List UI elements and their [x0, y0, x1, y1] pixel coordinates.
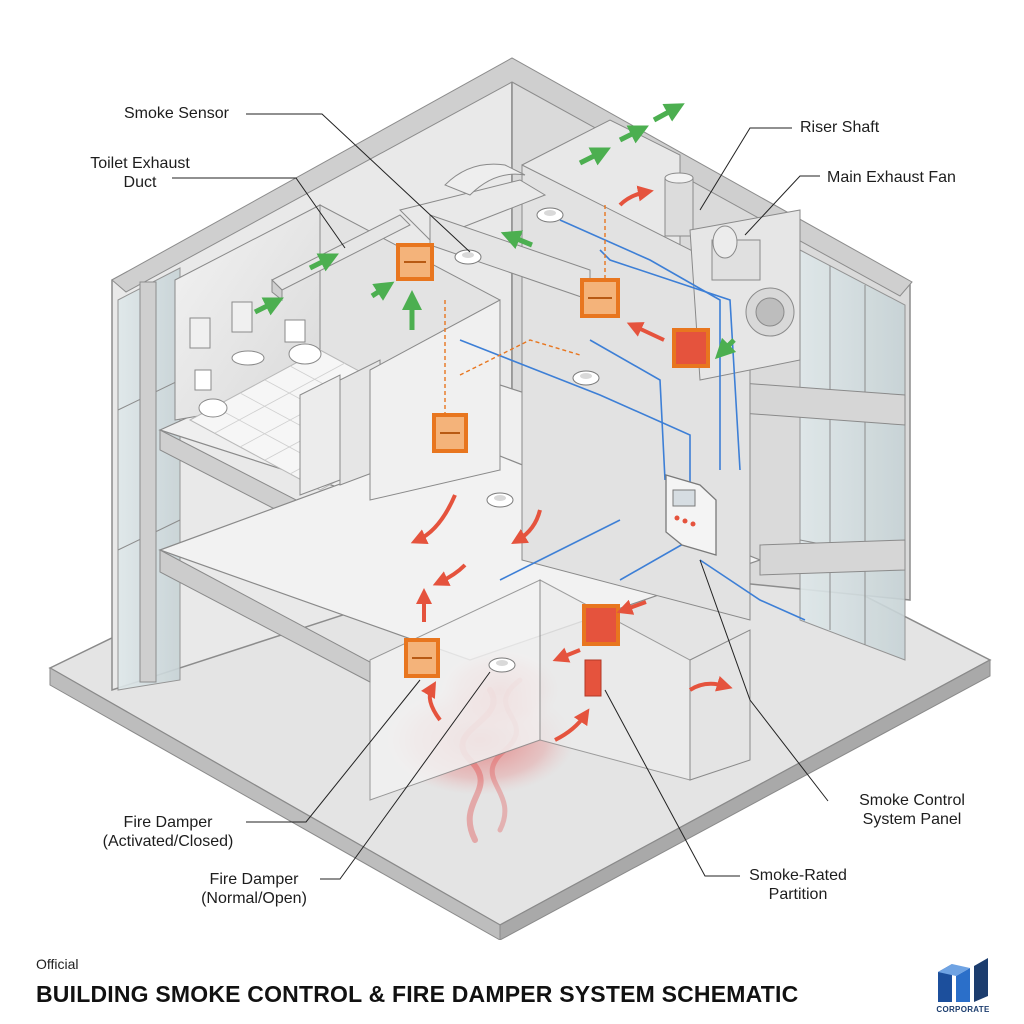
callout-toilet-exhaust-duct: Toilet Exhaust Duct: [82, 154, 198, 192]
classification-tag: Official: [36, 956, 79, 972]
callout-smoke-sensor: Smoke Sensor: [124, 104, 229, 123]
smoke-flow-arrows: [410, 185, 733, 742]
toilet-exhaust-duct: [271, 163, 591, 302]
fire-damper-closed: [582, 604, 620, 646]
diagram-title: BUILDING SMOKE CONTROL & FIRE DAMPER SYS…: [36, 981, 799, 1007]
callout-text: (Activated/Closed): [102, 833, 234, 850]
fire-damper-open: [580, 278, 620, 318]
airflow-arrows: [253, 103, 737, 360]
fire-damper-open: [432, 413, 468, 453]
isometric-building-diagram: [48, 57, 992, 940]
left-glass-facade: [117, 267, 181, 691]
callout-text: Toilet Exhaust: [90, 155, 190, 172]
lower-fire-room: [369, 579, 691, 801]
callout-riser-shaft: Riser Shaft: [800, 118, 879, 137]
callout-text: Smoke Sensor: [124, 105, 229, 122]
corporate-logo-icon: [938, 958, 988, 1002]
callout-text: System Panel: [862, 811, 962, 828]
fire-damper-open: [404, 638, 440, 678]
logo-wordmark: CORPORATE: [936, 1005, 990, 1014]
smoke-sensor: [572, 370, 600, 386]
smoke-sensor: [536, 207, 564, 223]
smoke-rated-partition: [584, 629, 751, 781]
callout-text: Partition: [768, 886, 828, 903]
callout-main-exhaust-fan: Main Exhaust Fan: [827, 168, 956, 187]
fire-damper-closed: [672, 328, 710, 368]
callout-text: Riser Shaft: [800, 119, 880, 136]
callout-text: Duct: [123, 174, 157, 191]
callout-smoke-rated-partition: Smoke-Rated Partition: [738, 866, 858, 904]
callout-leader-lines: [172, 113, 829, 880]
toilet-fixture: [284, 319, 322, 365]
toilet-fixture: [194, 369, 228, 418]
callout-text: Smoke Control: [859, 792, 965, 809]
callout-smoke-control-panel: Smoke Control System Panel: [846, 791, 978, 829]
main-exhaust-fan: [689, 209, 801, 381]
callout-text: Smoke-Rated: [749, 867, 847, 884]
right-glass-facade: [799, 249, 906, 661]
smoke-control-panel: [665, 474, 717, 556]
callout-text: Fire Damper: [209, 871, 299, 888]
fire-damper-open: [396, 243, 434, 281]
callout-text: Fire Damper: [123, 814, 213, 831]
callout-text: (Normal/Open): [201, 890, 307, 907]
callout-fire-damper-open: Fire Damper (Normal/Open): [190, 870, 318, 908]
damper-signal-lines: [444, 205, 606, 420]
smoke-sensor: [454, 249, 482, 265]
corporate-logo: CORPORATE: [930, 958, 996, 1016]
callout-fire-damper-closed: Fire Damper (Activated/Closed): [88, 813, 248, 851]
smoke-sensor: [486, 492, 514, 508]
callout-text: Main Exhaust Fan: [827, 169, 956, 186]
smoke-sensor: [488, 657, 516, 673]
